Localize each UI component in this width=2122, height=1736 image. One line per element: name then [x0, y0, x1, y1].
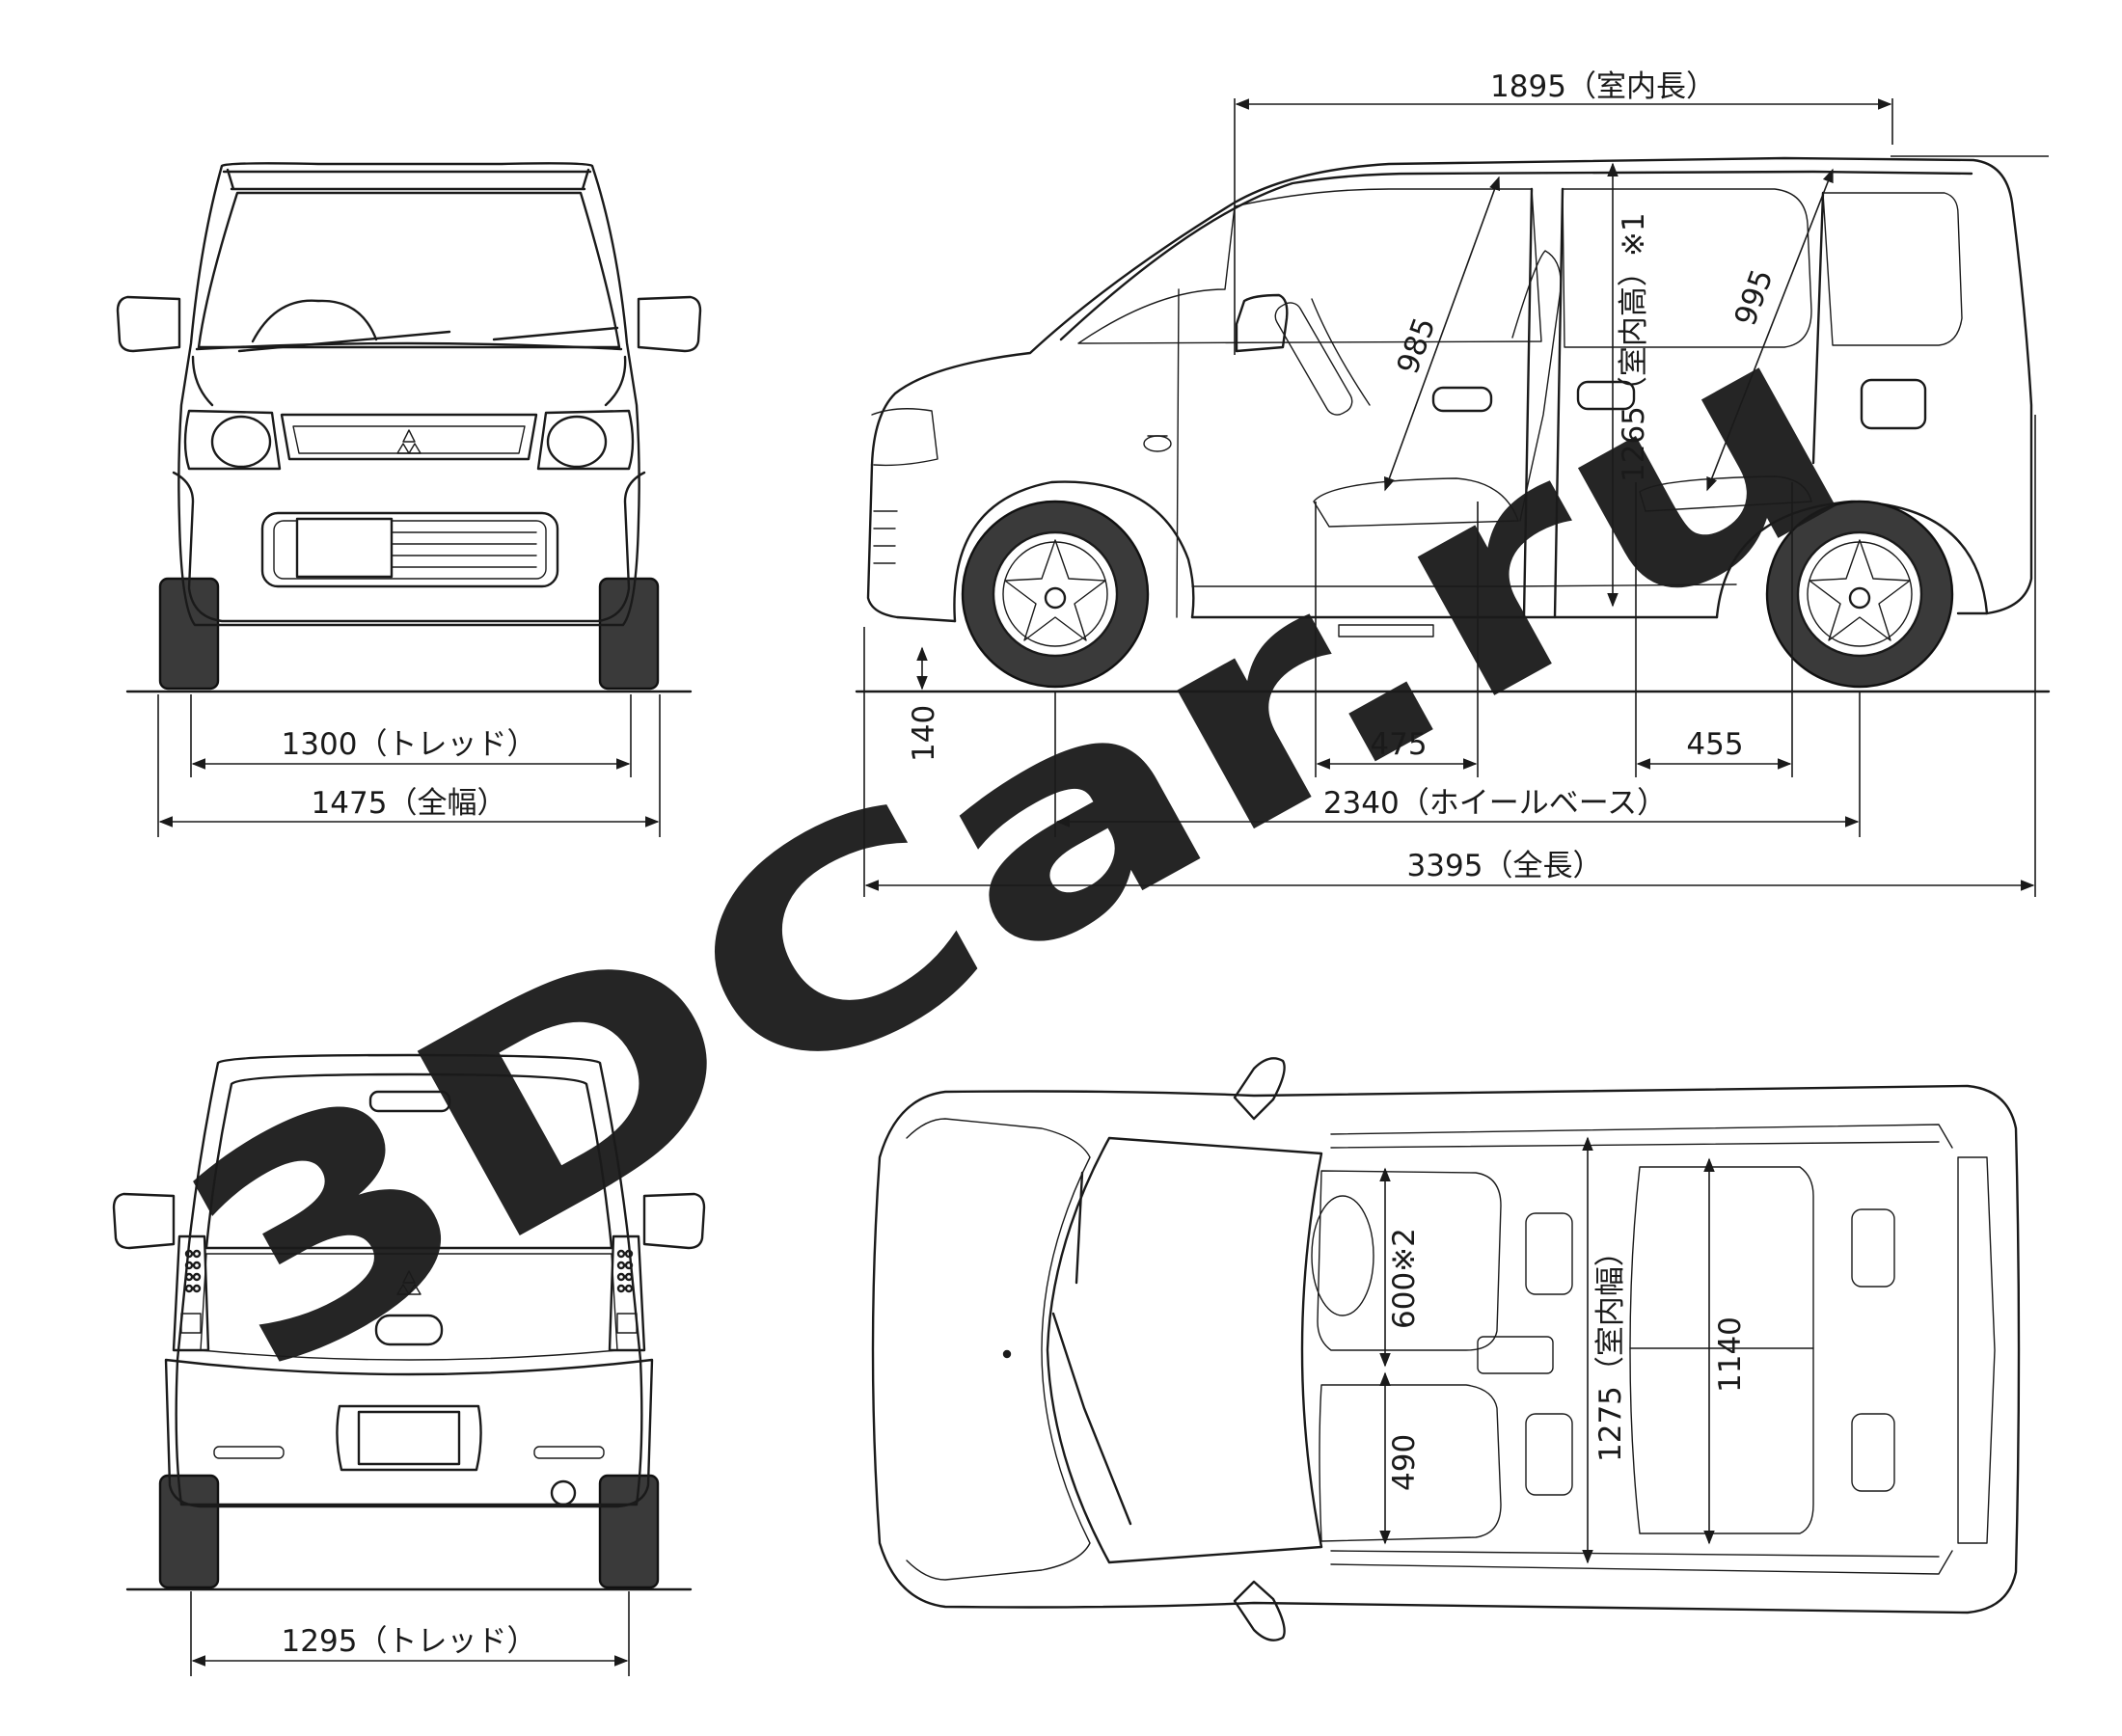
front-dimensions: 1300（トレッド） 1475（全幅） [157, 694, 661, 837]
front-view [116, 162, 702, 693]
rear-dimensions: 1295（トレッド） [190, 1591, 630, 1676]
side-dimensions: 1895（室内長） 1265（室内高）※1 985 995 140 475 45… [863, 69, 2049, 897]
rear-view [112, 1053, 706, 1591]
interior-width-label: 1275（室内幅） [1593, 1236, 1628, 1462]
top-view [871, 1057, 2021, 1641]
front-tread-label: 1300（トレッド） [282, 727, 537, 762]
rear-tread-label: 1295（トレッド） [282, 1624, 537, 1659]
front-seat-length-label: 475 [1370, 727, 1427, 762]
rear-seat-length-label: 455 [1686, 727, 1743, 762]
interior-height-label: 1265（室内高）※1 [1617, 212, 1651, 482]
top-dimensions: 600※2 490 1275（室内幅） 1140 [1379, 1136, 1748, 1564]
front-seat-diagonal-label: 985 [1391, 313, 1443, 379]
front-seat-width-label: 600※2 [1387, 1228, 1422, 1329]
overall-length-label: 3395（全長） [1407, 849, 1603, 883]
rear-interior-width-label: 1140 [1713, 1316, 1748, 1393]
front-seat-depth-label: 490 [1387, 1434, 1422, 1491]
ground-clearance-label: 140 [907, 705, 941, 762]
wheelbase-label: 2340（ホイールベース） [1323, 786, 1667, 821]
interior-length-label: 1895（室内長） [1490, 69, 1716, 104]
side-view [855, 156, 2051, 693]
overall-width-label: 1475（全幅） [312, 786, 507, 821]
